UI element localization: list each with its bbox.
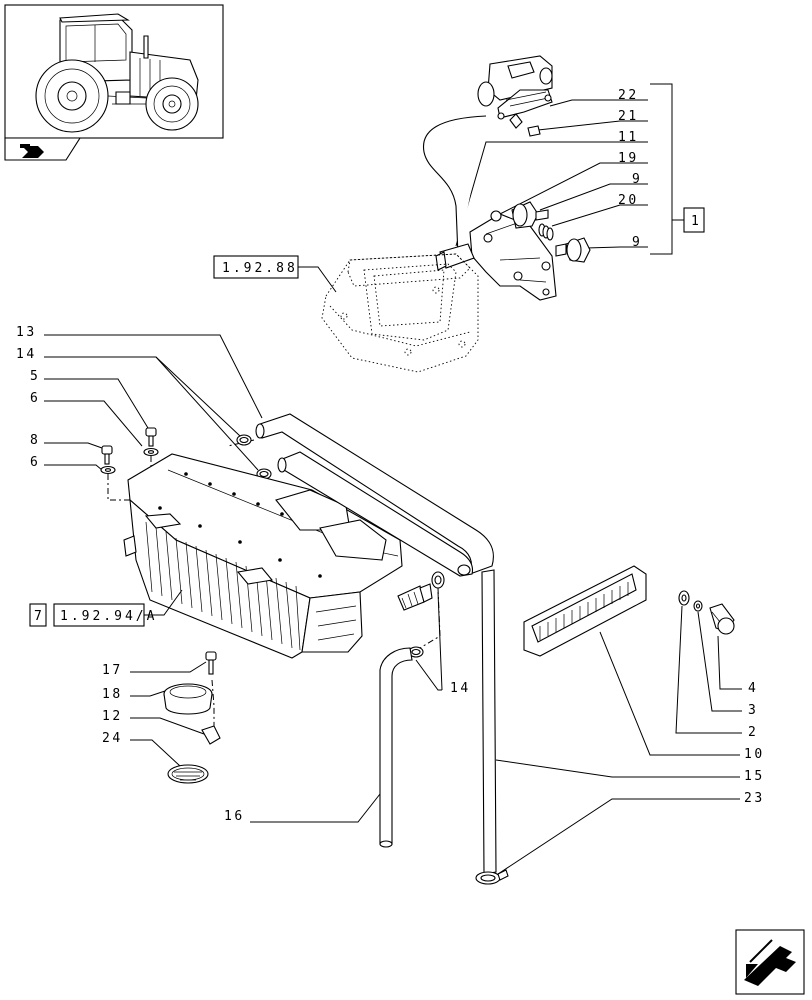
callout-6: 6: [30, 391, 40, 406]
knob-screw: [709, 603, 735, 635]
callout-4: 4: [748, 681, 758, 696]
hose-clamp: [475, 869, 509, 885]
duct-outline: [321, 253, 479, 373]
callout-11: 11: [618, 130, 639, 145]
callout-15: 15: [744, 769, 765, 784]
callout-22: 22: [618, 88, 639, 103]
tractor-thumbnail-icon[interactable]: [4, 4, 224, 139]
next-page-arrow-icon[interactable]: [735, 929, 805, 995]
washer: [693, 600, 703, 612]
callout-8: 8: [30, 433, 40, 448]
callout-6: 6: [30, 455, 40, 470]
callout-17: 17: [102, 663, 123, 678]
water-valve: [477, 55, 553, 129]
callout-13: 13: [16, 325, 37, 340]
callout-3: 3: [748, 703, 758, 718]
drain-fitting: [397, 583, 433, 611]
heater-unit: [123, 453, 403, 659]
valve-bracket: [435, 210, 557, 301]
callout-18: 18: [102, 687, 123, 702]
hose: [457, 564, 497, 875]
callout-10: 10: [744, 747, 765, 762]
callout-9: 9: [632, 235, 642, 250]
screw: [145, 427, 157, 447]
callout-14: 14: [450, 681, 471, 696]
callout-19: 19: [618, 151, 639, 166]
callout-21: 21: [618, 109, 639, 124]
callout-9: 9: [632, 172, 642, 187]
knob: [555, 237, 591, 263]
screw: [205, 651, 217, 675]
callout-16: 16: [224, 809, 245, 824]
washer: [100, 465, 116, 475]
group-ref-label: 1: [691, 214, 702, 229]
screw: [101, 445, 113, 465]
callout-2: 2: [748, 725, 758, 740]
air-vent: [163, 683, 213, 715]
callout-20: 20: [618, 193, 639, 208]
callout-23: 23: [744, 791, 765, 806]
ref-lower-num: 7: [34, 609, 45, 624]
group-bracket: [650, 83, 673, 255]
air-filter: [523, 565, 647, 657]
nut: [527, 125, 541, 137]
spring: [538, 223, 554, 241]
callout-5: 5: [30, 369, 40, 384]
callout-14: 14: [16, 347, 37, 362]
callout-12: 12: [102, 709, 123, 724]
book-section-icon: [4, 137, 82, 161]
washer: [143, 447, 159, 457]
knob: [511, 201, 549, 229]
control-cable: [422, 115, 487, 257]
vent-grille: [167, 764, 209, 784]
callout-24: 24: [102, 731, 123, 746]
ref-upper-label: 1.92.88: [222, 261, 298, 276]
clip: [201, 725, 221, 745]
hose: [379, 647, 413, 848]
ref-box-lower-num: [29, 603, 47, 627]
group-ref-box: [683, 207, 705, 233]
ref-lower-label: 1.92.94/A: [60, 609, 157, 624]
washer: [678, 590, 690, 606]
hose-clamp: [408, 571, 445, 658]
